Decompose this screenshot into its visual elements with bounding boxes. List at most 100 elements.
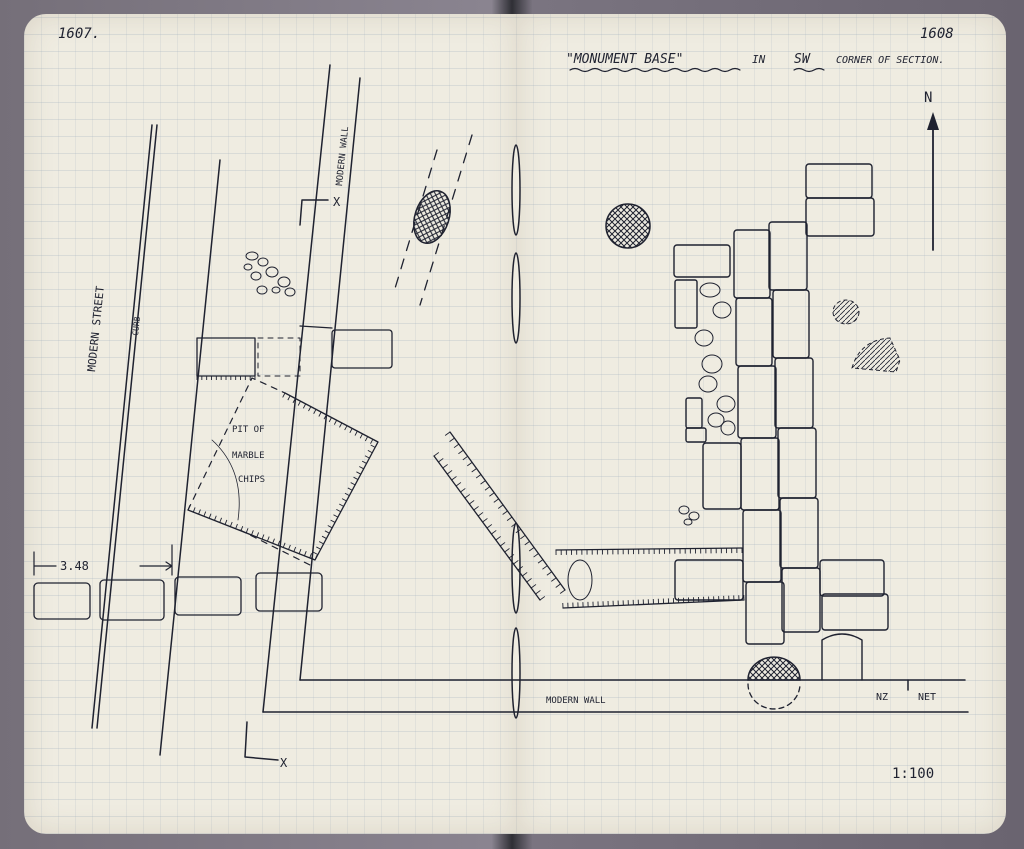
edge-tick	[356, 471, 362, 475]
title-in: IN	[752, 53, 766, 66]
edge-tick	[460, 488, 466, 493]
rubble-cluster-left	[243, 251, 296, 297]
edge-tick	[330, 519, 336, 523]
edge-tick	[466, 462, 473, 467]
hatched-edge-ticks	[187, 376, 745, 609]
edge-tick	[537, 559, 544, 564]
edge-tick	[517, 566, 524, 571]
edge-tick	[318, 541, 324, 545]
edge-tick	[339, 422, 343, 428]
measurement-label: 3.48	[60, 559, 89, 573]
modern-wall-horizontal-label: MODERN WALL	[546, 696, 606, 706]
edge-tick	[464, 494, 471, 499]
edge-tick	[229, 521, 233, 527]
page-title: "MONUMENT BASE" IN SW CORNER OF SECTION.	[566, 52, 944, 73]
title-wavy-underline	[569, 67, 741, 73]
modern-wall-vertical-label: MODERN WALL	[335, 126, 351, 186]
modern-wall-horizontal	[262, 679, 969, 713]
edge-tick	[458, 449, 464, 455]
edge-tick	[375, 441, 379, 447]
edge-tick	[298, 548, 302, 554]
edge-tick	[272, 538, 275, 544]
edge-tick	[309, 553, 312, 559]
edge-tick	[520, 534, 526, 540]
edge-tick	[288, 544, 291, 550]
edge-tick	[484, 486, 491, 491]
edge-tick	[261, 534, 265, 540]
edge-tick	[251, 530, 254, 536]
edge-tick	[327, 525, 333, 529]
edge-tick	[555, 583, 561, 588]
edge-tick	[508, 554, 515, 559]
edge-tick	[442, 464, 448, 469]
edge-tick	[341, 498, 347, 502]
edge-tick	[328, 417, 332, 423]
edge-tick	[473, 506, 479, 511]
edge-tick	[491, 530, 497, 535]
edge-tick	[373, 439, 379, 443]
edge-tick	[359, 433, 363, 439]
left-page	[24, 14, 518, 834]
edge-tick	[318, 411, 322, 417]
edge-tick	[559, 589, 566, 594]
edge-tick	[308, 406, 312, 412]
edge-tick	[504, 548, 510, 553]
edge-tick	[282, 542, 286, 548]
edge-tick	[219, 517, 223, 523]
title-sw: SW	[794, 52, 811, 67]
curb-label: CURB	[131, 316, 142, 336]
edge-tick	[449, 437, 455, 442]
edge-tick	[364, 455, 370, 459]
title-monument-base: "MONUMENT BASE"	[566, 52, 683, 67]
edge-tick	[310, 557, 316, 561]
edge-tick	[214, 515, 217, 521]
net-label: NET	[918, 692, 936, 703]
edge-tick	[349, 428, 353, 434]
wall-blocks-left	[196, 325, 393, 377]
edge-tick	[321, 535, 327, 539]
edge-tick	[333, 420, 338, 425]
title-corner-of-section: CORNER OF SECTION.	[836, 55, 944, 66]
edge-tick	[444, 431, 451, 436]
edge-tick	[224, 519, 228, 525]
edge-tick	[497, 504, 504, 509]
edge-tick	[277, 540, 281, 546]
edge-tick	[455, 482, 462, 487]
edge-tick	[522, 572, 528, 577]
edge-tick	[256, 532, 260, 538]
edge-tick	[203, 511, 207, 517]
edge-tick	[353, 476, 359, 480]
sw-wavy-underline	[793, 67, 825, 73]
edge-tick	[350, 482, 356, 486]
edge-tick	[451, 476, 457, 481]
corner-marker-top	[299, 199, 329, 226]
modern-wall-vertical	[262, 64, 361, 713]
edge-tick	[354, 430, 358, 436]
edge-tick	[287, 395, 291, 401]
edge-tick	[303, 551, 307, 556]
edge-tick	[293, 546, 297, 552]
edge-tick	[297, 400, 301, 406]
edge-tick	[533, 553, 539, 558]
edge-tick	[471, 468, 477, 473]
edge-tick	[347, 487, 353, 491]
north-arrow	[927, 112, 939, 251]
scale-label: 1:100	[892, 766, 934, 782]
edge-tick	[370, 444, 376, 448]
modern-street-label: MODERN STREET	[85, 285, 107, 372]
edge-tick	[551, 577, 557, 582]
monument-rubble	[567, 282, 736, 601]
edge-tick	[453, 443, 460, 449]
pit-of-marble-chips	[187, 377, 379, 566]
nz-label: NZ	[876, 692, 888, 703]
edge-tick	[513, 560, 519, 565]
edge-tick	[198, 509, 201, 515]
edge-tick	[480, 480, 486, 485]
edge-tick	[475, 474, 482, 479]
edge-tick	[546, 571, 552, 576]
marker-x-bottom: X	[280, 756, 288, 770]
marker-x-top: X	[333, 195, 341, 209]
edge-tick	[542, 565, 548, 570]
